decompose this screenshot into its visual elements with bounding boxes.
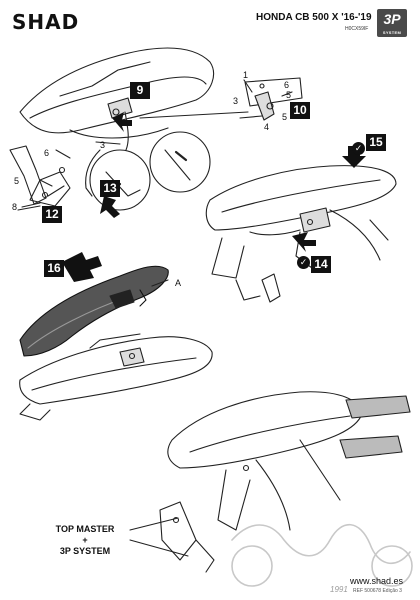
detail-exploded-parts bbox=[239, 77, 303, 121]
step-14-badge: 14 bbox=[311, 256, 331, 273]
badge-sub: SYSTEM bbox=[382, 30, 402, 35]
part-number: 4 bbox=[264, 122, 270, 132]
part-number: 6 bbox=[284, 80, 290, 90]
model-title: HONDA CB 500 X '16-'19 bbox=[256, 12, 372, 23]
tail-view-lower-middle bbox=[19, 333, 213, 421]
part-number: 8 bbox=[12, 202, 18, 212]
part-label-a: A bbox=[175, 278, 182, 288]
part-number: 1 bbox=[243, 70, 249, 80]
part-number: 3 bbox=[100, 140, 106, 150]
seat-view bbox=[19, 265, 169, 357]
step-9-badge: 9 bbox=[130, 82, 150, 99]
caption-line: + bbox=[82, 535, 88, 545]
caption-line: TOP MASTER bbox=[55, 524, 115, 534]
step-16-badge: 16 bbox=[44, 260, 64, 277]
caption-line: 3P SYSTEM bbox=[59, 546, 111, 556]
step-10-badge: 10 bbox=[290, 102, 310, 119]
check-icon: ✓ bbox=[352, 142, 365, 155]
part-number: 5 bbox=[286, 90, 292, 100]
reference-code: REF 500678 Edição 3 bbox=[353, 588, 402, 594]
part-number: 5 bbox=[282, 112, 288, 122]
model-code: H0CX59IF bbox=[345, 26, 369, 32]
tail-view-with-topbox bbox=[159, 391, 411, 573]
step-15-badge: 15 bbox=[366, 134, 386, 151]
brand-logo: SHAD bbox=[12, 10, 80, 34]
step-13-badge: 13 bbox=[100, 180, 120, 197]
watermark-year: 1991 bbox=[330, 585, 348, 594]
website-url[interactable]: www.shad.es bbox=[350, 576, 404, 586]
check-icon: ✓ bbox=[297, 256, 310, 269]
part-number: 5 bbox=[14, 176, 20, 186]
tail-view-middle-right bbox=[205, 165, 397, 303]
step-12-badge: 12 bbox=[42, 206, 62, 223]
3p-system-badge: 3P SYSTEM bbox=[377, 9, 407, 37]
part-number: 6 bbox=[44, 148, 50, 158]
caption-top-master: TOP MASTER + 3P SYSTEM bbox=[40, 524, 130, 557]
watermark-logo bbox=[231, 523, 413, 587]
part-number: 3 bbox=[233, 96, 239, 106]
badge-main: 3P bbox=[383, 11, 401, 27]
